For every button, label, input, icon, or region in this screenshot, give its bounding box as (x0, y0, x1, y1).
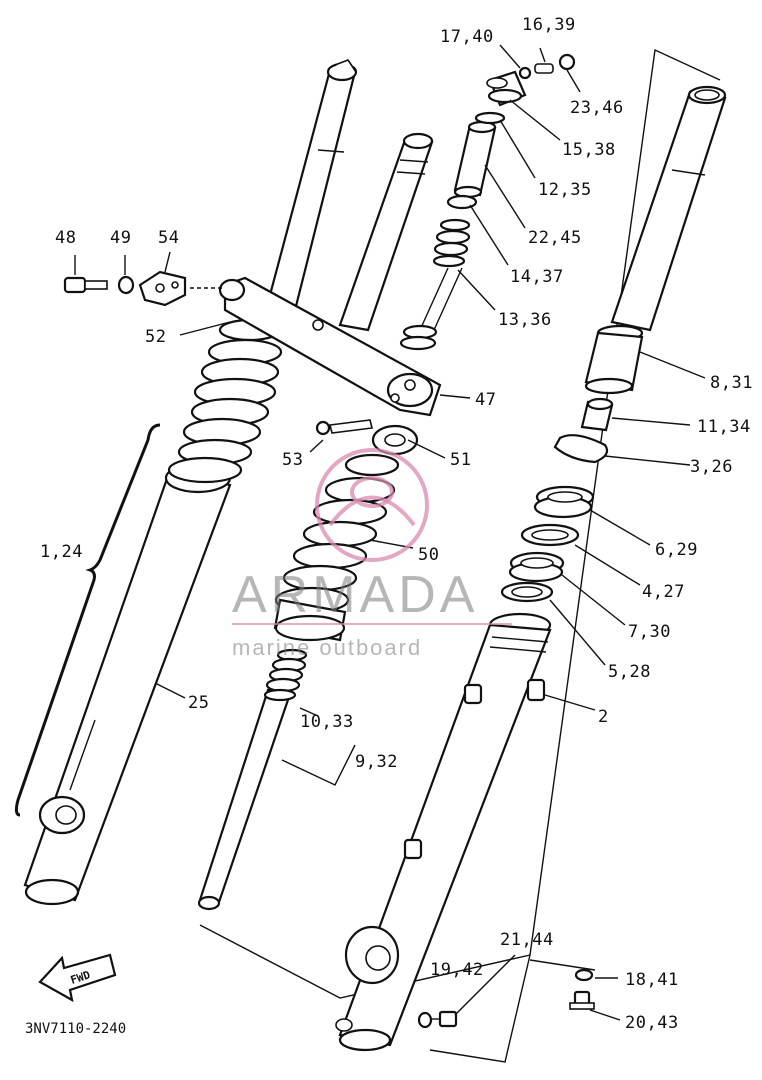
callout-2: 2 (598, 707, 609, 727)
callout-12-35: 12,35 (538, 180, 592, 200)
air-valve (518, 53, 576, 80)
callout-18-41: 18,41 (625, 970, 679, 990)
bolt-19-42 (417, 1010, 458, 1029)
rebound-spring (263, 648, 308, 702)
callout-21-44: 21,44 (500, 930, 554, 950)
steering-stem (338, 132, 434, 332)
callout-47: 47 (475, 390, 496, 410)
callout-5-28: 5,28 (608, 662, 651, 682)
left-dust-boot (167, 318, 283, 484)
piston-8-31 (584, 324, 644, 395)
callout-4-27: 4,27 (642, 582, 685, 602)
drain-bolt-20-43 (569, 990, 595, 1010)
watermark-brand: ARMADA (232, 566, 478, 624)
washer-5-28 (500, 581, 554, 603)
callout-51: 51 (450, 450, 471, 470)
diagram-code: 3NV7110-2240 (25, 1021, 126, 1037)
o-ring-12-35 (474, 111, 506, 125)
callout-52: 52 (145, 327, 166, 347)
seat-14-37 (446, 194, 478, 210)
fork-spring (399, 218, 471, 351)
clip-3-26 (553, 434, 609, 464)
fwd-label: FWD (69, 968, 92, 987)
stopper-ring-4-27 (520, 523, 580, 547)
under-bracket (218, 276, 442, 417)
callout-7-30: 7,30 (628, 622, 671, 642)
callout-50: 50 (418, 545, 439, 565)
fwd-arrow-icon: FWD (38, 953, 117, 1003)
callout-10-33: 10,33 (300, 712, 354, 732)
callout-19-42: 19,42 (430, 960, 484, 980)
assembly-outline (199, 48, 721, 1063)
callout-53: 53 (282, 450, 303, 470)
callout-1-24: 1,24 (40, 542, 83, 562)
right-outer-tube (335, 612, 552, 1052)
bracket-1-24 (14, 423, 161, 817)
callout-11-34: 11,34 (697, 417, 751, 437)
guide-51 (371, 424, 419, 456)
leader-9-32 (281, 744, 356, 786)
spacer-22-45 (453, 120, 497, 199)
callout-17-40: 17,40 (440, 27, 494, 47)
callout-13-36: 13,36 (498, 310, 552, 330)
callout-15-38: 15,38 (562, 140, 616, 160)
callout-54: 54 (158, 228, 179, 248)
oil-seal-7-30 (508, 551, 565, 583)
callout-14-37: 14,37 (510, 267, 564, 287)
callout-labels: 16,39 17,40 23,46 15,38 12,35 22,45 14,3… (40, 15, 753, 1033)
left-inner-tube (260, 59, 358, 332)
callout-16-39: 16,39 (522, 15, 576, 35)
bolt-48 (63, 276, 108, 294)
washer-49 (117, 275, 135, 295)
cable-guide-54 (138, 270, 225, 307)
center-dust-boot (273, 453, 400, 642)
watermark-tagline: marine outboard (232, 635, 422, 660)
dust-seal-6-29 (533, 485, 595, 519)
cap-bolt (486, 70, 527, 107)
callout-9-32: 9,32 (355, 752, 398, 772)
damper-rod (197, 648, 308, 911)
callout-25: 25 (188, 693, 209, 713)
callout-6-29: 6,29 (655, 540, 698, 560)
left-outer-tube (23, 462, 232, 906)
callout-23-46: 23,46 (570, 98, 624, 118)
washer-18-41 (574, 968, 594, 982)
callout-49: 49 (110, 228, 131, 248)
callout-3-26: 3,26 (690, 457, 733, 477)
bolt-53 (315, 419, 373, 436)
callout-20-43: 20,43 (625, 1013, 679, 1033)
callout-8-31: 8,31 (710, 373, 753, 393)
watermark-logo-icon (315, 448, 429, 562)
watermark: ARMADA marine outboard (232, 448, 512, 660)
right-inner-tube (610, 85, 727, 332)
callout-48: 48 (55, 228, 76, 248)
oil-lock-11-34 (580, 397, 614, 432)
callout-22-45: 22,45 (528, 228, 582, 248)
